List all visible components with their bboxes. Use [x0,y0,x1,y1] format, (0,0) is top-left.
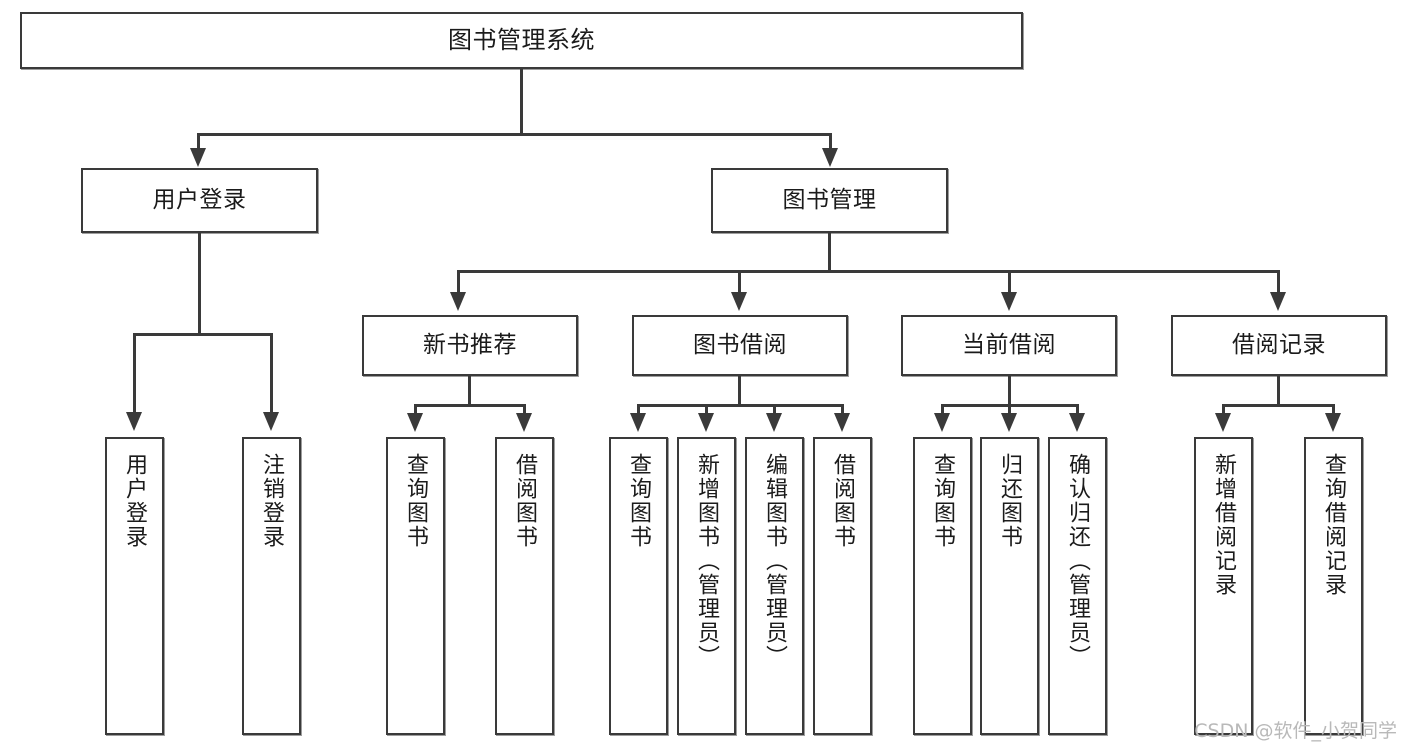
node-leaf-edit-book[interactable]: 编辑图书（管理员） [745,437,804,735]
connector-cb-drop-2 [1008,404,1011,416]
connector-borrow-record-bus [1222,404,1335,407]
arrowhead-leaf-query-book-1 [407,413,423,432]
arrowhead-leaf-return-book [1001,413,1017,432]
node-label: 新增图书（管理员） [694,453,720,669]
arrowhead-leaf-borrow-book-1 [516,413,532,432]
connector-bb-drop-1 [637,404,640,416]
connector-br-drop-1 [1222,404,1225,416]
connector-bb-drop-4 [841,404,844,416]
node-label: 确认归还（管理员） [1065,453,1091,669]
connector-root-stem [520,69,523,134]
arrowhead-leaf-add-book [698,413,714,432]
node-label: 查询图书 [626,453,652,549]
connector-book-borrow-stem [738,376,741,406]
node-label: 查询借阅记录 [1321,453,1347,597]
connector-bb-drop-2 [705,404,708,416]
node-leaf-query-book-1[interactable]: 查询图书 [386,437,445,735]
node-leaf-user-logout[interactable]: 注销登录 [242,437,301,735]
arrowhead-leaf-borrow-book-2 [834,413,850,432]
arrowhead-to-user-login [190,148,206,167]
node-label: 编辑图书（管理员） [762,453,788,669]
node-label: 用户登录 [122,453,148,549]
node-leaf-return-book[interactable]: 归还图书 [980,437,1039,735]
node-leaf-add-record[interactable]: 新增借阅记录 [1194,437,1253,735]
connector-nbr-drop-1 [414,404,417,416]
node-label: 借阅记录 [1232,332,1326,359]
arrowhead-leaf-edit-book [766,413,782,432]
node-label: 用户登录 [152,187,247,214]
node-root-book-management-system[interactable]: 图书管理系统 [20,12,1023,69]
node-new-book-recommend[interactable]: 新书推荐 [362,315,578,376]
node-label: 归还图书 [997,453,1023,549]
connector-user-login-stem [198,233,201,334]
connector-to-current-borrow [1008,270,1011,295]
arrowhead-leaf-add-record [1215,413,1231,432]
node-label: 图书借阅 [693,332,787,359]
node-leaf-query-record[interactable]: 查询借阅记录 [1304,437,1363,735]
node-label: 图书管理 [782,187,877,214]
arrowhead-to-new-book-recommend [450,292,466,311]
node-leaf-add-book[interactable]: 新增图书（管理员） [677,437,736,735]
node-book-borrow[interactable]: 图书借阅 [632,315,848,376]
connector-cb-drop-1 [941,404,944,416]
arrowhead-to-book-manage [822,148,838,167]
node-label: 借阅图书 [830,453,856,549]
node-user-login[interactable]: 用户登录 [81,168,318,233]
node-label: 借阅图书 [512,453,538,549]
connector-book-manage-stem [828,233,831,271]
node-label: 查询图书 [403,453,429,549]
watermark-text: CSDN @软件_小贺同学 [1194,720,1397,742]
arrowhead-to-book-borrow [731,292,747,311]
node-leaf-query-book-3[interactable]: 查询图书 [913,437,972,735]
connector-new-book-recommend-bus [414,404,526,407]
node-current-borrow[interactable]: 当前借阅 [901,315,1117,376]
connector-user-login-bus [133,333,272,336]
connector-user-login-drop-1 [133,333,136,415]
connector-nbr-drop-2 [523,404,526,416]
node-label: 当前借阅 [962,332,1056,359]
arrowhead-leaf-query-book-2 [630,413,646,432]
node-leaf-user-login[interactable]: 用户登录 [105,437,164,735]
node-label: 注销登录 [259,453,285,549]
connector-borrow-record-stem [1277,376,1280,406]
node-leaf-borrow-book-1[interactable]: 借阅图书 [495,437,554,735]
connector-to-new-book-recommend [457,270,460,295]
arrowhead-leaf-query-book-3 [934,413,950,432]
connector-to-book-borrow [738,270,741,295]
connector-level1-bus [197,133,832,136]
connector-user-login-drop-2 [270,333,273,415]
node-leaf-borrow-book-2[interactable]: 借阅图书 [813,437,872,735]
arrowhead-leaf-confirm-return [1069,413,1085,432]
connector-new-book-recommend-stem [468,376,471,406]
connector-book-borrow-bus [637,404,844,407]
arrowhead-leaf-user-login [126,412,142,431]
node-label: 查询图书 [930,453,956,549]
connector-to-book-manage [829,133,832,151]
arrowhead-leaf-query-record [1325,413,1341,432]
arrowhead-to-current-borrow [1001,292,1017,311]
node-book-manage[interactable]: 图书管理 [711,168,948,233]
connector-to-borrow-record [1277,270,1280,295]
node-leaf-query-book-2[interactable]: 查询图书 [609,437,668,735]
connector-level2-bus [457,270,1280,273]
connector-bb-drop-3 [773,404,776,416]
node-label: 图书管理系统 [448,25,595,54]
connector-current-borrow-stem [1008,376,1011,406]
connector-br-drop-2 [1332,404,1335,416]
arrowhead-leaf-user-logout [263,412,279,431]
node-borrow-record[interactable]: 借阅记录 [1171,315,1387,376]
node-label: 新书推荐 [423,332,517,359]
node-leaf-confirm-return[interactable]: 确认归还（管理员） [1048,437,1107,735]
arrowhead-to-borrow-record [1270,292,1286,311]
connector-to-user-login [197,133,200,151]
node-label: 新增借阅记录 [1211,453,1237,597]
connector-cb-drop-3 [1076,404,1079,416]
